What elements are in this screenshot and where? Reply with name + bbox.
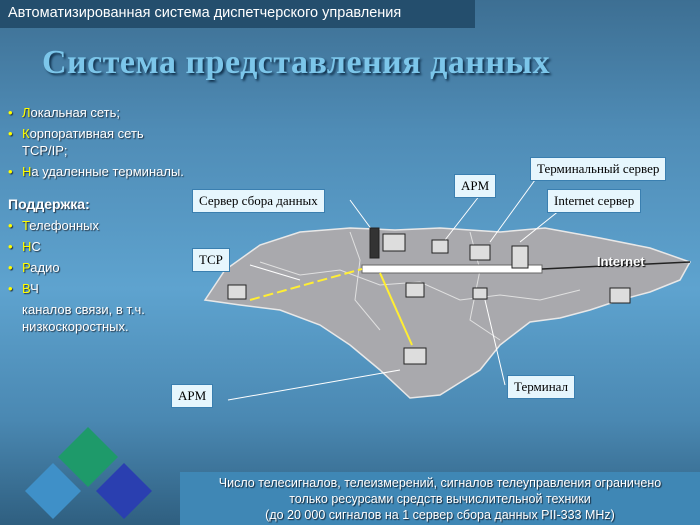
footer-note: Число телесигналов, телеизмерений, сигна…: [180, 472, 700, 525]
label-terminal-server: Терминальный сервер: [530, 157, 667, 181]
item-text: а удаленные терминалы.: [31, 164, 184, 179]
cap-letter: В: [22, 281, 31, 296]
diamond-icon: [96, 463, 152, 519]
item-text: адио: [30, 260, 60, 275]
footer-line: (до 20 000 сигналов на 1 сервер сбора да…: [265, 508, 615, 522]
item-text: С: [31, 239, 41, 254]
support-list: Телефонных НС Радио ВЧ: [8, 217, 188, 297]
cap-letter: К: [22, 126, 30, 141]
item-text: окальная сеть;: [30, 105, 121, 120]
diamond-icon: [25, 463, 81, 519]
computer-icon: [472, 287, 488, 300]
callout-lines: [227, 179, 561, 401]
support-heading: Поддержка:: [8, 196, 90, 212]
cap-letter: Н: [22, 239, 32, 254]
computer-icon: [403, 347, 427, 365]
list-item: Локальная сеть;: [8, 104, 188, 121]
footer-line: Число телесигналов, телеизмерений, сигна…: [218, 476, 662, 490]
computer-icon: [469, 244, 491, 261]
decorative-diamonds: [25, 427, 152, 519]
link-line: [379, 272, 413, 346]
cap-letter: Н: [22, 164, 32, 179]
label-arm-top: АРМ: [454, 174, 497, 198]
region-border: [259, 261, 581, 301]
item-text: Ч: [30, 281, 39, 296]
network-list: Локальная сеть; Корпоративная сеть TCP/I…: [8, 104, 188, 180]
server-icon: [369, 227, 380, 259]
cap-letter: Л: [22, 105, 31, 120]
list-item: ВЧ: [8, 280, 188, 297]
slide-title: Система представления данных: [42, 44, 551, 81]
computer-icon: [382, 233, 406, 252]
computer-icon: [609, 287, 631, 304]
computer-icon: [405, 282, 425, 298]
label-data-server: Сервер сбора данных: [192, 189, 325, 213]
computer-icon: [431, 239, 449, 254]
label-terminal: Терминал: [507, 375, 576, 399]
computer-icons: [227, 227, 631, 365]
header-bar: Автоматизированная система диспетчерског…: [0, 0, 475, 28]
link-line: [249, 268, 363, 301]
computer-icon: [227, 284, 247, 300]
label-internet-server: Internet сервер: [547, 189, 642, 213]
label-arm-bottom: АРМ: [171, 384, 214, 408]
list-item: На удаленные терминалы.: [8, 163, 188, 180]
item-text: елефонных: [29, 218, 99, 233]
item-text: орпоративная сеть TCP/IP;: [22, 126, 144, 158]
left-panel: Локальная сеть; Корпоративная сеть TCP/I…: [8, 104, 188, 335]
support-note: каналов связи, в т.ч. низкоскоростных.: [22, 302, 145, 334]
list-item: Радио: [8, 259, 188, 276]
internet-link: [541, 261, 691, 270]
label-internet: Internet: [597, 254, 645, 269]
cap-letter: Р: [22, 260, 31, 275]
cap-letter: Т: [22, 218, 30, 233]
region-border: [349, 231, 381, 331]
footer-line: только ресурсами средств вычислительной …: [289, 492, 591, 506]
diamond-icon: [58, 427, 118, 487]
list-item: Телефонных: [8, 217, 188, 234]
server-icon: [511, 245, 529, 269]
list-item: НС: [8, 238, 188, 255]
header-title: Автоматизированная система диспетчерског…: [8, 5, 402, 21]
list-item: Корпоративная сеть TCP/IP;: [8, 125, 188, 159]
label-tcp: ТСР: [192, 248, 230, 272]
